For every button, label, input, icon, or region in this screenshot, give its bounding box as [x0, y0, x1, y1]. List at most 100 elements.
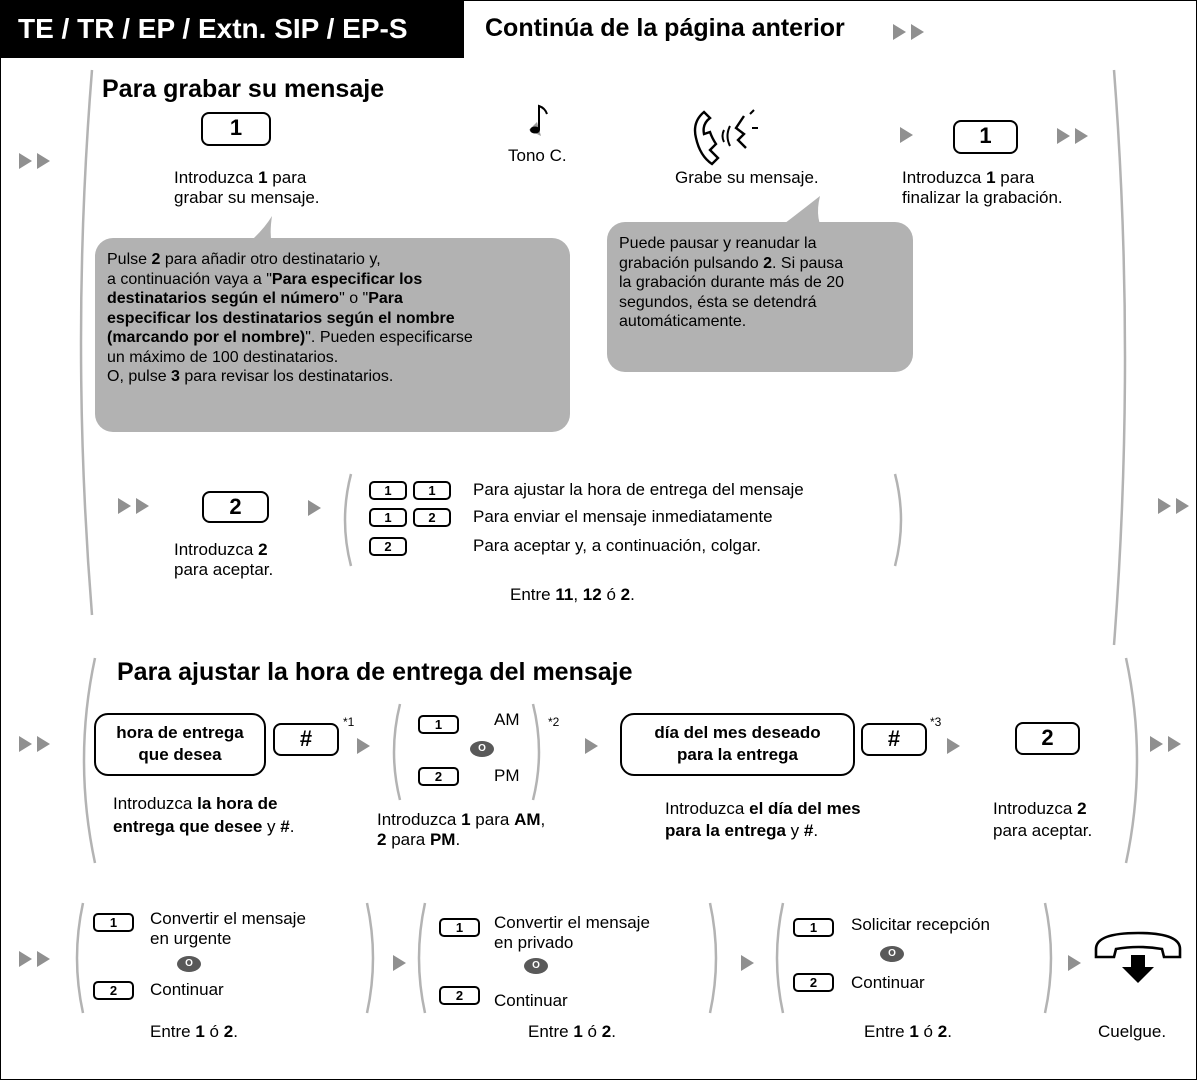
or-icon: O [470, 741, 494, 757]
option-text: en urgente [150, 929, 232, 948]
key-1[interactable]: 1 [953, 120, 1018, 154]
key-1[interactable]: 1 [369, 508, 407, 527]
footnote-ref: *1 [343, 715, 355, 729]
caption-text: ó [601, 585, 621, 604]
delivery-day-input[interactable]: día del mes deseado para la entrega [620, 713, 855, 776]
key-2[interactable]: 2 [202, 491, 269, 523]
key-2[interactable]: 2 [418, 767, 459, 786]
caption-bold: 2 [1077, 799, 1087, 818]
option-receipt: Solicitar recepción [851, 915, 990, 934]
right-parenthesis [1112, 69, 1127, 646]
note-link-bold[interactable]: Para especificar los [271, 270, 423, 288]
key-1[interactable]: 1 [418, 715, 459, 734]
caption-text: para [267, 168, 307, 187]
caption-text: finalizar la grabación. [902, 188, 1063, 207]
key-1[interactable]: 1 [413, 481, 451, 500]
finish-instruction: Introduzca 1 para finalizar la grabación… [902, 168, 1063, 208]
model-tab: TE / TR / EP / Extn. SIP / EP-S [0, 0, 464, 58]
hash-key[interactable]: # [273, 723, 339, 756]
single-arrow-icon [741, 955, 754, 971]
key-1[interactable]: 1 [793, 918, 834, 937]
single-arrow-icon [357, 738, 370, 754]
hangup-label: Cuelgue. [1098, 1022, 1167, 1041]
caption-text: Introduzca [665, 799, 750, 818]
double-arrow-icon [118, 498, 152, 514]
caption-text: Introduzca [113, 794, 198, 813]
hash-key[interactable]: # [861, 723, 927, 756]
caption-bold: # [280, 817, 290, 836]
key-2[interactable]: 2 [369, 537, 407, 556]
tone-label: Tono C. [508, 146, 567, 165]
caption-text: . [289, 817, 295, 836]
caption-text: . [455, 830, 461, 849]
pause-note: Puede pausar y reanudar la grabación pul… [607, 222, 913, 372]
left-parenthesis [82, 657, 97, 864]
caption-text: . [630, 585, 635, 604]
caption-bold: 1 [461, 810, 471, 829]
key-1[interactable]: 1 [93, 913, 134, 932]
key-2[interactable]: 2 [413, 508, 451, 527]
caption-text: y [262, 817, 281, 836]
key-1[interactable]: 1 [369, 481, 407, 500]
day-instruction: Introduzca el día del mes para la entreg… [665, 798, 861, 842]
right-parenthesis [708, 902, 718, 1014]
option-accept-hangup: Para aceptar y, a continuación, colgar. [473, 536, 761, 555]
note-link-bold[interactable]: destinatarios según el número [107, 290, 340, 307]
caption-bold: 2 [620, 585, 631, 604]
footnote-ref: *2 [548, 715, 560, 729]
note-text: automáticamente. [619, 313, 747, 330]
enter-options: Entre 11, 12 ó 2. [510, 585, 635, 605]
caption-bold: 1 [986, 168, 996, 187]
note-text: " o " [339, 290, 369, 307]
left-parenthesis [392, 703, 402, 801]
delivery-title: Para ajustar la hora de entrega del mens… [117, 658, 633, 686]
caption-bold: 1 [195, 1022, 205, 1041]
caption-text: Entre [864, 1022, 910, 1041]
caption-text: Introduzca [993, 799, 1078, 818]
note-link-bold[interactable]: especificar los destinatarios según el n… [107, 309, 455, 327]
caption-bold: 1 [909, 1022, 919, 1041]
note-link-bold[interactable]: (marcando por el nombre) [107, 329, 306, 346]
key-2[interactable]: 2 [439, 986, 480, 1005]
note-text: grabación pulsando [619, 254, 764, 272]
note-text: para revisar los destinatarios. [179, 368, 394, 385]
caption-text: Entre [510, 585, 556, 604]
note-link-bold[interactable]: Para [368, 290, 403, 307]
note-text: O, pulse [107, 368, 172, 385]
caption-bold: # [803, 821, 814, 840]
key-1[interactable]: 1 [439, 918, 480, 937]
caption-text: para [470, 810, 515, 829]
left-parenthesis [417, 902, 427, 1014]
caption-text: ó [582, 1022, 602, 1041]
handset-speaking-icon [693, 109, 758, 166]
record-title: Para grabar su mensaje [102, 75, 385, 103]
note-text: la grabación durante más de 20 [619, 274, 845, 291]
hang-up-icon [1094, 931, 1182, 983]
right-parenthesis [1124, 657, 1139, 864]
option-urgent: Convertir el mensaje en urgente [150, 909, 306, 949]
note-bold: 2 [763, 254, 773, 272]
option-text: Convertir el mensaje [150, 909, 306, 928]
single-arrow-icon [1068, 955, 1081, 971]
key-2[interactable]: 2 [793, 973, 834, 992]
delivery-time-input[interactable]: hora de entrega que desea [94, 713, 266, 776]
left-parenthesis [75, 902, 85, 1014]
key-2[interactable]: 2 [93, 981, 134, 1000]
caption-text: ó [918, 1022, 938, 1041]
enter-caption: Entre 1 ó 2. [528, 1022, 616, 1042]
caption-text: y [785, 821, 804, 840]
caption-text: Introduzca [902, 168, 987, 187]
key-2[interactable]: 2 [1015, 722, 1080, 755]
continuation-label: Continúa de la página anterior [485, 8, 845, 48]
caption-text: , [573, 585, 583, 604]
caption-bold: 2 [223, 1022, 234, 1041]
key-1[interactable]: 1 [201, 112, 271, 146]
caption-text: . [233, 1022, 238, 1041]
or-icon: O [177, 956, 201, 972]
caption-bold: para la entrega [665, 821, 786, 840]
caption-text: Introduzca [174, 540, 259, 559]
option-continue: Continuar [494, 991, 568, 1010]
music-note-icon [529, 104, 548, 136]
option-send-now: Para enviar el mensaje inmediatamente [473, 507, 773, 526]
time-instruction: Introduzca la hora de entrega que desee … [113, 792, 294, 838]
